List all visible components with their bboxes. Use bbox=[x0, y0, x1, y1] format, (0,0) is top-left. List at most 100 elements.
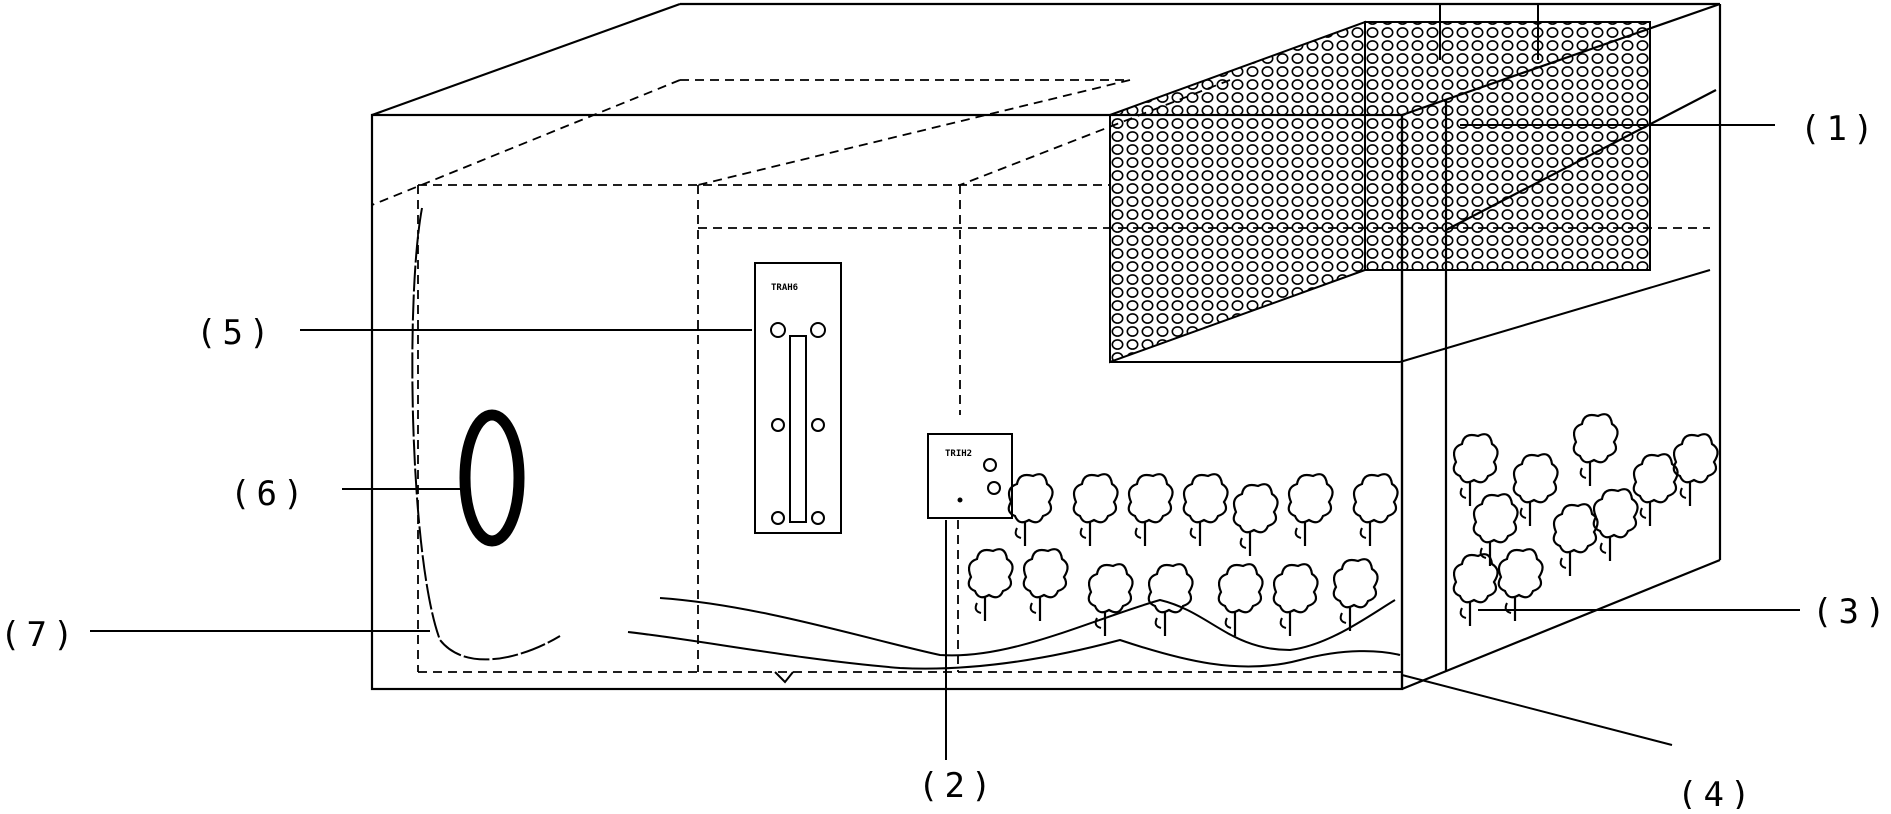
flow-meter-bolt-top-right bbox=[810, 322, 826, 338]
plant-crown bbox=[1472, 493, 1519, 544]
plant-crown bbox=[1672, 433, 1719, 484]
plant-crown bbox=[1087, 563, 1134, 614]
plant bbox=[1592, 488, 1639, 561]
controller-caption: TRIH2 bbox=[945, 449, 972, 459]
plant-crown bbox=[1497, 548, 1544, 599]
plant bbox=[1632, 453, 1679, 526]
plant-crown bbox=[1072, 473, 1119, 524]
label-6: (6) bbox=[230, 474, 309, 514]
leader-line-4 bbox=[1401, 674, 1673, 746]
box-top-left-edge bbox=[371, 2, 681, 117]
mesh-panel-side bbox=[1364, 21, 1651, 271]
mesh-panel-bottom-diagonal bbox=[1399, 269, 1711, 363]
plant-leaf bbox=[1359, 527, 1367, 539]
controller-knob-bottom bbox=[987, 481, 1001, 495]
plant-leaf bbox=[1029, 602, 1037, 614]
plant-leaf bbox=[1294, 527, 1302, 539]
box-bottom-right-edge bbox=[1401, 558, 1721, 691]
ground-waves bbox=[627, 597, 1401, 684]
plant-leaf bbox=[1639, 507, 1647, 519]
wave-lower bbox=[627, 631, 1401, 670]
flow-meter-bolt-mid-right bbox=[811, 418, 825, 432]
plant-leaf bbox=[1134, 527, 1142, 539]
plant-leaf bbox=[1679, 487, 1687, 499]
plant-crown bbox=[1232, 483, 1279, 534]
plant-leaf bbox=[1339, 612, 1347, 624]
plant-leaf bbox=[1154, 617, 1162, 629]
mesh-panel-front bbox=[1109, 20, 1366, 364]
controller-box bbox=[927, 433, 1013, 519]
plant-leaf bbox=[974, 602, 982, 614]
plant-leaf bbox=[1459, 487, 1467, 499]
plant-crown bbox=[1022, 548, 1069, 599]
plant-crown bbox=[1452, 553, 1499, 604]
plant bbox=[1072, 473, 1119, 546]
drain-mark bbox=[774, 671, 794, 684]
controller-knob-top bbox=[983, 458, 997, 472]
plant-leaf bbox=[1094, 617, 1102, 629]
plant-crown bbox=[1007, 473, 1054, 524]
plant bbox=[1552, 503, 1599, 576]
label-1: (1) bbox=[1800, 109, 1879, 149]
ring-element bbox=[459, 409, 525, 547]
plant-group bbox=[967, 413, 1719, 636]
plant bbox=[1512, 453, 1559, 526]
label-2: (2) bbox=[918, 766, 997, 806]
plant bbox=[1007, 473, 1054, 546]
plant-crown bbox=[1352, 473, 1399, 524]
mesh-panel bbox=[1109, 4, 1711, 364]
plant-leaf bbox=[1279, 617, 1287, 629]
plant-crown bbox=[1512, 453, 1559, 504]
plant bbox=[1452, 433, 1499, 506]
plant bbox=[1147, 563, 1194, 636]
plant-leaf bbox=[1504, 602, 1512, 614]
plant bbox=[1332, 558, 1379, 631]
flow-meter-tube bbox=[789, 335, 807, 523]
chamber-back-left-diagonal bbox=[371, 79, 681, 206]
controller-indicator bbox=[957, 497, 963, 503]
label-4: (4) bbox=[1677, 775, 1756, 809]
flow-meter-body bbox=[754, 262, 842, 534]
plant-crown bbox=[1272, 563, 1319, 614]
flow-meter-bolt-mid-left bbox=[771, 418, 785, 432]
chamber-back-mid-diagonal bbox=[697, 79, 1131, 186]
plant-leaf bbox=[1014, 527, 1022, 539]
plant-crown bbox=[1127, 473, 1174, 524]
plant-crown bbox=[1147, 563, 1194, 614]
plant-crown bbox=[1182, 473, 1229, 524]
plant-leaf bbox=[1479, 547, 1487, 559]
flow-meter bbox=[754, 262, 842, 534]
plant bbox=[1217, 563, 1264, 636]
plant bbox=[1452, 553, 1499, 626]
plant-leaf bbox=[1599, 542, 1607, 554]
plant-crown bbox=[1287, 473, 1334, 524]
plant bbox=[1127, 473, 1174, 546]
wave-upper bbox=[659, 597, 1396, 657]
flow-meter-bolt-bottom-right bbox=[811, 511, 825, 525]
controller bbox=[927, 433, 1013, 519]
flow-meter-bolt-bottom-left bbox=[771, 511, 785, 525]
plant bbox=[1672, 433, 1719, 506]
plant bbox=[1287, 473, 1334, 546]
plant-crown bbox=[1332, 558, 1379, 609]
leader-lines bbox=[90, 124, 1800, 760]
plant bbox=[1232, 483, 1279, 556]
label-7: (7) bbox=[0, 615, 79, 655]
plant-leaf bbox=[1239, 537, 1247, 549]
plant-crown bbox=[967, 548, 1014, 599]
label-5: (5) bbox=[196, 313, 275, 353]
label-3: (3) bbox=[1812, 592, 1891, 632]
plant bbox=[1182, 473, 1229, 546]
plant bbox=[1087, 563, 1134, 636]
plant-leaf bbox=[1459, 607, 1467, 619]
plant-crown bbox=[1552, 503, 1599, 554]
plant-crown bbox=[1217, 563, 1264, 614]
plant-leaf bbox=[1579, 467, 1587, 479]
plant-leaf bbox=[1224, 617, 1232, 629]
plant bbox=[1022, 548, 1069, 621]
plant-crown bbox=[1452, 433, 1499, 484]
plant-leaf bbox=[1559, 557, 1567, 569]
plant-leaf bbox=[1189, 527, 1197, 539]
